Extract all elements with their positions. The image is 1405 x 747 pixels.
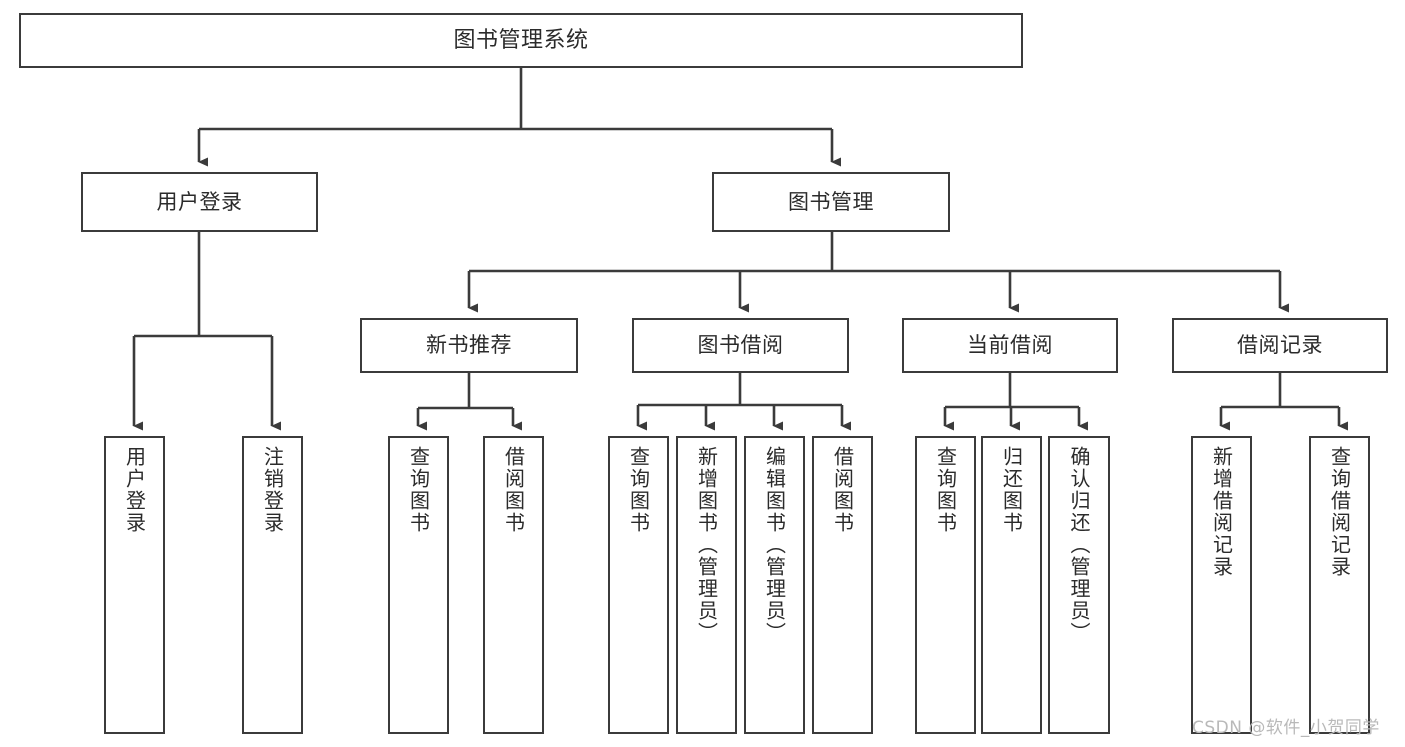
node-label: 借阅图书 [830,446,855,534]
node-label: 图书管理 [788,189,874,214]
leaf-edit-book-admin[interactable]: 编辑图书（管理员） [744,436,805,734]
csdn-watermark: CSDN @软件_小贺同学 [1192,718,1380,738]
node-label: 用户登录 [156,189,243,214]
leaf-logout-login[interactable]: 注销登录 [242,436,303,734]
node-label: 当前借阅 [967,333,1053,358]
node-label: 查询图书 [406,446,431,534]
leaf-borrow-book-borrow[interactable]: 借阅图书 [812,436,873,734]
node-label: 归还图书 [999,446,1024,534]
node-book-borrow[interactable]: 图书借阅 [632,318,849,373]
node-label: 注销登录 [260,446,285,534]
node-label: 用户登录 [122,446,147,534]
node-user-login[interactable]: 用户登录 [81,172,318,232]
node-label: 借阅图书 [501,446,526,534]
node-label: 查询借阅记录 [1327,446,1352,578]
node-book-management[interactable]: 图书管理 [712,172,950,232]
node-new-book-recommend[interactable]: 新书推荐 [360,318,578,373]
leaf-confirm-return-admin[interactable]: 确认归还（管理员） [1048,436,1110,734]
node-label: 新增图书（管理员） [694,446,719,644]
node-root-book-management-system[interactable]: 图书管理系统 [19,13,1023,68]
leaf-user-login[interactable]: 用户登录 [104,436,165,734]
node-current-borrow[interactable]: 当前借阅 [902,318,1118,373]
leaf-query-book-recommend[interactable]: 查询图书 [388,436,449,734]
node-label: 查询图书 [933,446,958,534]
leaf-query-book-borrow[interactable]: 查询图书 [608,436,669,734]
leaf-borrow-book-recommend[interactable]: 借阅图书 [483,436,544,734]
node-label: 借阅记录 [1237,333,1323,358]
node-label: 图书借阅 [697,333,784,358]
node-label: 新书推荐 [426,333,512,358]
node-label: 编辑图书（管理员） [762,446,787,644]
leaf-add-book-admin[interactable]: 新增图书（管理员） [676,436,737,734]
node-label: 图书管理系统 [453,27,589,53]
node-label: 新增借阅记录 [1209,446,1234,578]
leaf-add-borrow-record[interactable]: 新增借阅记录 [1191,436,1252,734]
leaf-query-book-current[interactable]: 查询图书 [915,436,976,734]
leaf-query-borrow-record[interactable]: 查询借阅记录 [1309,436,1370,734]
node-label: 确认归还（管理员） [1067,446,1091,644]
node-label: 查询图书 [626,446,651,534]
node-borrow-record[interactable]: 借阅记录 [1172,318,1388,373]
leaf-return-book[interactable]: 归还图书 [981,436,1042,734]
